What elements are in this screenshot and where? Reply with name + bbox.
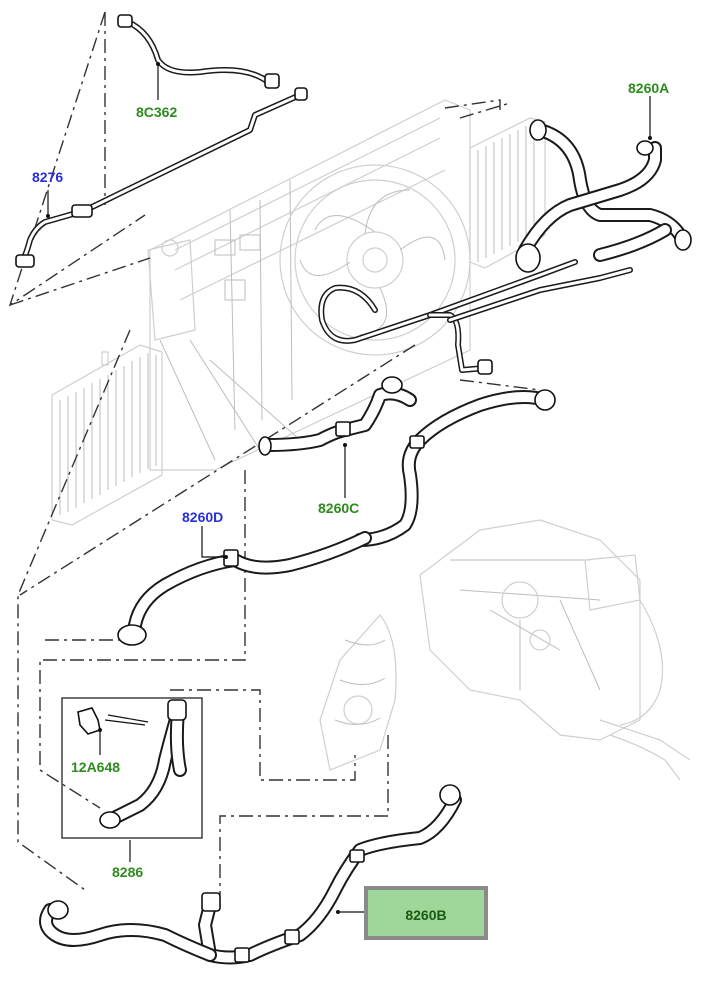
assembly-grouping-lines [8,11,541,895]
inset-frame-8286 [61,697,203,839]
callout-8286: 8286 [112,864,144,880]
radiator-assembly [147,99,471,471]
callout-8260a: 8260A [628,80,670,96]
callout-8260b-highlight[interactable]: 8260B [364,886,488,940]
hose-8286 [99,699,187,829]
hose-center-long [353,389,556,547]
hose-8260c [258,376,417,456]
engine-block [319,519,691,781]
callout-8260c: 8260C [318,500,360,516]
callout-12a648: 12A648 [71,759,121,775]
bleed-pipe-8c362 [117,14,280,89]
right-condenser [469,117,546,269]
vent-pipe-8276 [15,87,308,268]
hose-8260a [515,119,692,273]
left-intercooler [51,344,163,526]
callout-8260b: 8260B [405,907,447,923]
callout-8c362: 8C362 [136,104,178,120]
callout-8260d: 8260D [182,509,224,525]
leader-lines [46,62,652,914]
fan-crossover-pipe [318,259,633,375]
clip-12a648 [77,707,149,735]
callout-8276: 8276 [32,169,64,185]
hose-8260b [39,784,462,965]
hose-8260d [117,531,372,646]
